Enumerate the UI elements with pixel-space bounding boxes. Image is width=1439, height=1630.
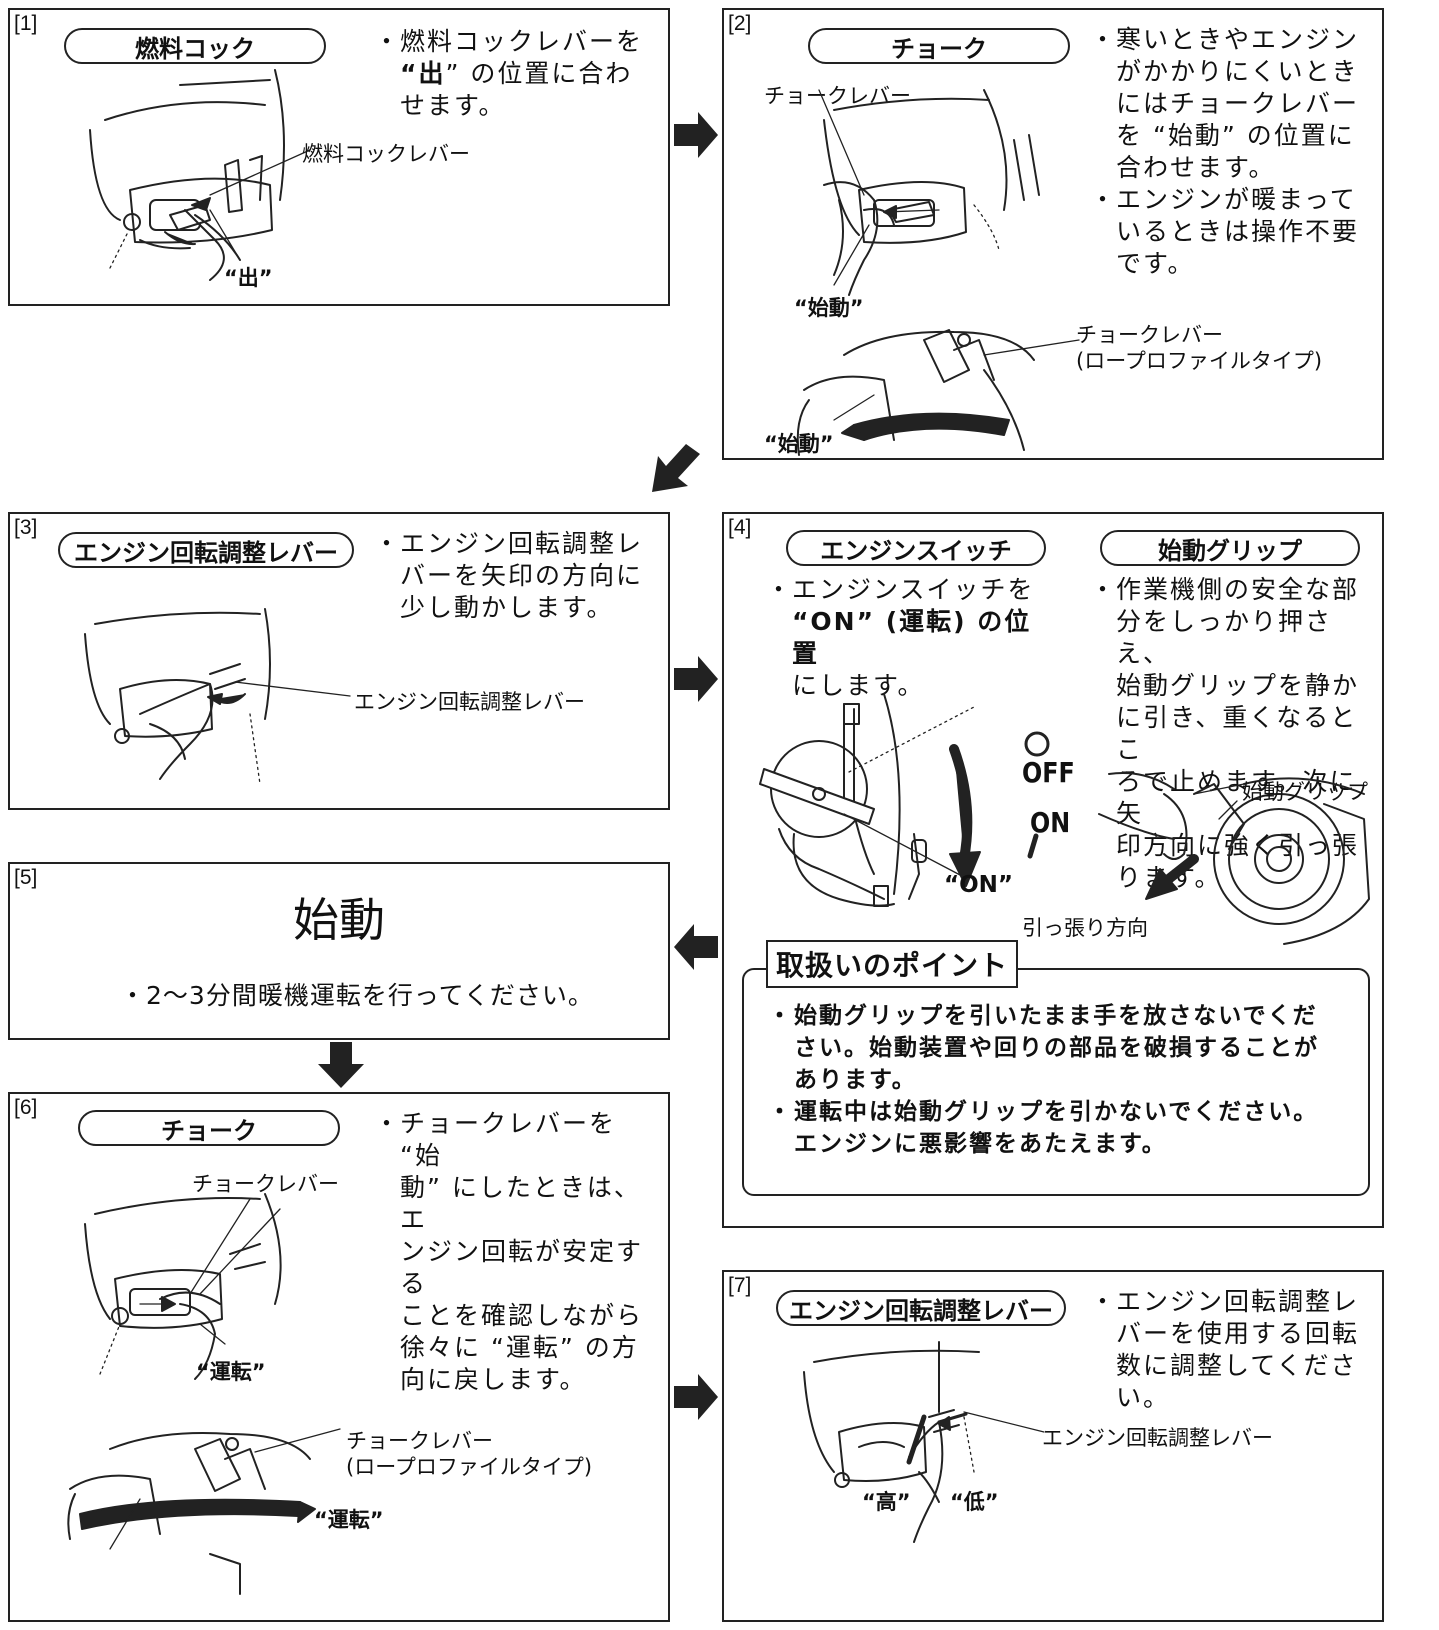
choke-lever-label: チョークレバー	[764, 84, 911, 108]
low-position-label: “低”	[950, 1490, 999, 1514]
step-number: [3]	[14, 516, 38, 539]
step-title: 燃料コック	[64, 28, 326, 64]
step-title: チョーク	[78, 1110, 340, 1146]
warmup-text: ・2〜3分間暖機運転を行ってください。	[120, 981, 594, 1010]
step-number: [2]	[728, 12, 752, 35]
handling-point-title: 取扱いのポイント	[766, 940, 1019, 988]
fuel-cock-illustration	[89, 69, 311, 281]
handling-point-text: ・始動グリップを引いたまま手を放さないでくだ さい。始動装置や回りの部品を破損す…	[768, 1003, 1319, 1157]
arrow-down-5-to-6	[318, 1042, 364, 1088]
start-position-label: “始動”	[794, 296, 864, 320]
instruction-text: ・エンジン回転調整レ バーを矢印の方向に 少し動かします。	[374, 529, 644, 622]
step-title: エンジン回転調整レバー	[58, 532, 354, 568]
step-number: [7]	[728, 1274, 752, 1297]
out-position-label: “出”	[224, 266, 273, 290]
step-title: 始動	[293, 893, 385, 947]
throttle-lever-label: エンジン回転調整レバー	[1042, 1426, 1273, 1450]
arrow-left-4-to-5	[674, 924, 718, 970]
engine-switch-text: ・エンジンスイッチを “ON” (運転) の位置 にします。	[766, 575, 1035, 700]
arrow-right-1-to-2	[674, 112, 718, 158]
choke-illustration	[796, 89, 1080, 456]
instruction-text: ・燃料コックレバーを “出” の位置に合わ せます。	[374, 27, 644, 120]
step-number: [5]	[14, 866, 38, 889]
starter-grip-label: 始動グリップ	[1242, 780, 1368, 804]
throttle-lever-label: エンジン回転調整レバー	[354, 690, 585, 714]
speed-adjust-illustration	[803, 1341, 1045, 1543]
step-4-panel: [4] エンジンスイッチ 始動グリップ ・エンジンスイッチを “ON” (運転)…	[722, 512, 1384, 1228]
high-position-label: “高”	[862, 1490, 911, 1514]
engine-switch-title: エンジンスイッチ	[786, 530, 1046, 566]
step-title: エンジン回転調整レバー	[776, 1290, 1066, 1326]
fuel-cock-lever-label: 燃料コックレバー	[302, 142, 470, 166]
instruction-text: ・チョークレバーを “始 動” にしたときは、エ ンジン回転が安定する ことを確…	[374, 1109, 644, 1394]
pull-direction-label: 引っ張り方向	[1022, 916, 1148, 940]
on-selected-label: “ON”	[944, 872, 1014, 898]
step-1-panel: [1] 燃料コック ・燃料コックレバーを “出” の位置に合わ せます。 燃料コ…	[8, 8, 670, 306]
arrow-down-left-2-to-3	[652, 444, 700, 492]
step-title: チョーク	[808, 28, 1070, 64]
off-position-label: OFF	[1022, 756, 1075, 789]
step-2-panel: [2] チョーク ・寒いときやエンジン がかかりにくいとき にはチョークレバー …	[722, 8, 1384, 460]
instruction-text: ・寒いときやエンジン がかかりにくいとき にはチョークレバー を “始動” の位…	[1090, 25, 1360, 278]
run-position-label-2: “運転”	[314, 1508, 384, 1532]
arrow-right-3-to-4	[674, 656, 718, 702]
step-number: [1]	[14, 12, 38, 35]
starter-grip-text: ・作業機側の安全な部 分をしっかり押さえ、 始動グリップを静か に引き、重くなる…	[1090, 575, 1360, 892]
step-number: [4]	[728, 516, 752, 539]
step-7-panel: [7] エンジン回転調整レバー ・エンジン回転調整レ バーを使用する回転 数に調…	[722, 1270, 1384, 1622]
step-number: [6]	[14, 1096, 38, 1119]
on-position-label: ON	[1030, 806, 1071, 839]
step-3-panel: [3] エンジン回転調整レバー ・エンジン回転調整レ バーを矢印の方向に 少し動…	[8, 512, 670, 810]
run-position-label: “運転”	[196, 1360, 266, 1384]
step-5-panel: [5] 始動 ・2〜3分間暖機運転を行ってください。	[8, 862, 670, 1040]
handling-point-box: 取扱いのポイント ・始動グリップを引いたまま手を放さないでくだ さい。始動装置や…	[742, 940, 1370, 1196]
step-6-panel: [6] チョーク ・チョークレバーを “始 動” にしたときは、エ ンジン回転が…	[8, 1092, 670, 1622]
engine-switch-illustration	[759, 693, 1370, 945]
choke-return-illustration	[67, 1193, 341, 1595]
throttle-lever-illustration	[84, 608, 351, 785]
choke-lever-low-profile-label: チョークレバー (ロープロファイルタイプ)	[1076, 323, 1323, 373]
choke-lever-label: チョークレバー	[192, 1172, 339, 1196]
instruction-text: ・エンジン回転調整レ バーを使用する回転 数に調整してくださ い。	[1090, 1287, 1360, 1412]
start-position-label-2: “始動”	[764, 432, 834, 456]
choke-lever-low-profile-label: チョークレバー (ロープロファイルタイプ)	[346, 1429, 593, 1479]
starter-grip-title: 始動グリップ	[1100, 530, 1360, 566]
arrow-right-6-to-7	[674, 1374, 718, 1420]
